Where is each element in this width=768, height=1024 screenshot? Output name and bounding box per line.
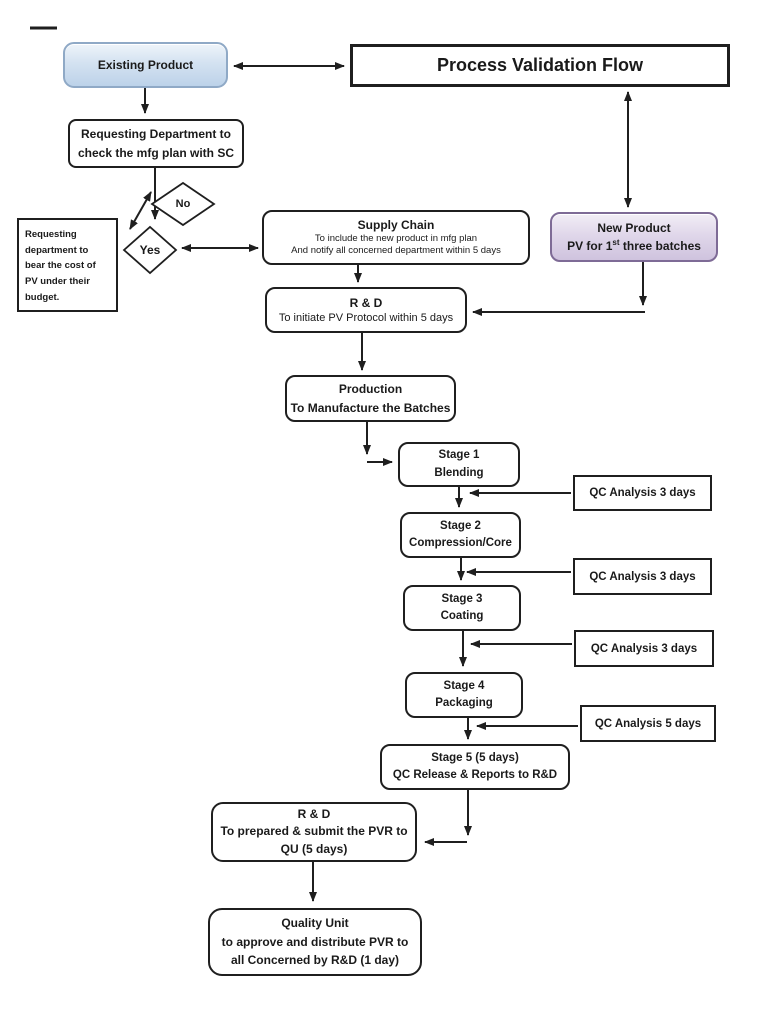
node-production: Production To Manufacture the Batches xyxy=(285,375,456,422)
cost-note-text: Requesting department to bear the cost o… xyxy=(25,229,96,303)
node-stage-4: Stage 4 Packaging xyxy=(405,672,523,718)
page-title: Process Validation Flow xyxy=(350,44,730,87)
node-stage-2: Stage 2 Compression/Core xyxy=(400,512,521,558)
quality-unit-line1: to approve and distribute PVR to xyxy=(221,934,409,949)
decision-yes-label: Yes xyxy=(139,243,161,257)
stage-2-title: Stage 2 xyxy=(440,519,481,532)
node-stage-1: Stage 1 Blending xyxy=(398,442,520,487)
quality-unit-line2: all Concerned by R&D (1 day) xyxy=(230,953,400,968)
qc-4-label: QC Analysis 5 days xyxy=(594,717,702,730)
new-product-title: New Product xyxy=(597,221,671,235)
rd-pvr-title: R & D xyxy=(297,806,331,821)
stage-3-subtitle: Coating xyxy=(440,610,484,622)
page-title-text: Process Validation Flow xyxy=(436,55,644,75)
production-subtitle: To Manufacture the Batches xyxy=(290,400,451,415)
stage-4-subtitle: Packaging xyxy=(435,697,493,709)
existing-product-label: Existing Product xyxy=(97,58,194,72)
node-supply-chain: Supply Chain To include the new product … xyxy=(262,210,530,265)
decision-yes-shape xyxy=(122,225,178,275)
node-stage-5: Stage 5 (5 days) QC Release & Reports to… xyxy=(380,744,570,790)
node-quality-unit: Quality Unit to approve and distribute P… xyxy=(208,908,422,976)
node-qc-4: QC Analysis 5 days xyxy=(580,705,716,742)
production-title: Production xyxy=(338,381,403,396)
rd-initiate-title: R & D xyxy=(349,295,383,310)
node-cost-note: Requesting department to bear the cost o… xyxy=(17,218,118,312)
supply-chain-line2: And notify all concerned department with… xyxy=(291,245,501,256)
node-stage-3: Stage 3 Coating xyxy=(403,585,521,631)
node-requesting-department: Requesting Department to check the mfg p… xyxy=(68,119,244,168)
decision-no-shape xyxy=(150,181,216,227)
rd-pvr-line2: QU (5 days) xyxy=(280,841,348,856)
node-existing-product: Existing Product xyxy=(63,42,228,88)
decision-no-label: No xyxy=(175,198,191,210)
stage-5-subtitle: QC Release & Reports to R&D xyxy=(392,769,558,781)
stage-3-title: Stage 3 xyxy=(441,592,483,605)
supply-chain-title: Supply Chain xyxy=(357,217,435,232)
qc-1-label: QC Analysis 3 days xyxy=(589,487,696,499)
quality-unit-title: Quality Unit xyxy=(281,916,349,931)
stage-2-subtitle: Compression/Core xyxy=(409,537,512,549)
node-rd-pvr: R & D To prepared & submit the PVR to QU… xyxy=(211,802,417,862)
node-qc-1: QC Analysis 3 days xyxy=(573,475,712,511)
requesting-line1: Requesting Department to xyxy=(80,126,231,141)
rd-pvr-line1: To prepared & submit the PVR to xyxy=(220,824,408,839)
stage-1-title: Stage 1 xyxy=(438,449,480,462)
rd-initiate-subtitle: To initiate PV Protocol within 5 days xyxy=(278,311,454,324)
qc-2-label: QC Analysis 3 days xyxy=(589,570,696,583)
stage-1-subtitle: Blending xyxy=(434,466,484,479)
arrow-no-costnote xyxy=(129,191,152,230)
stage-4-title: Stage 4 xyxy=(443,679,485,692)
requesting-line2: check the mfg plan with SC xyxy=(77,145,235,160)
node-new-product: New Product PV for 1st three batches xyxy=(550,212,718,262)
new-product-subtitle: PV for 1st three batches xyxy=(567,238,701,253)
qc-3-label: QC Analysis 3 days xyxy=(590,642,698,655)
node-rd-initiate: R & D To initiate PV Protocol within 5 d… xyxy=(265,287,467,333)
node-qc-2: QC Analysis 3 days xyxy=(573,558,712,595)
supply-chain-line1: To include the new product in mfg plan xyxy=(314,232,478,244)
stage-5-title: Stage 5 (5 days) xyxy=(431,751,519,764)
node-qc-3: QC Analysis 3 days xyxy=(574,630,714,667)
